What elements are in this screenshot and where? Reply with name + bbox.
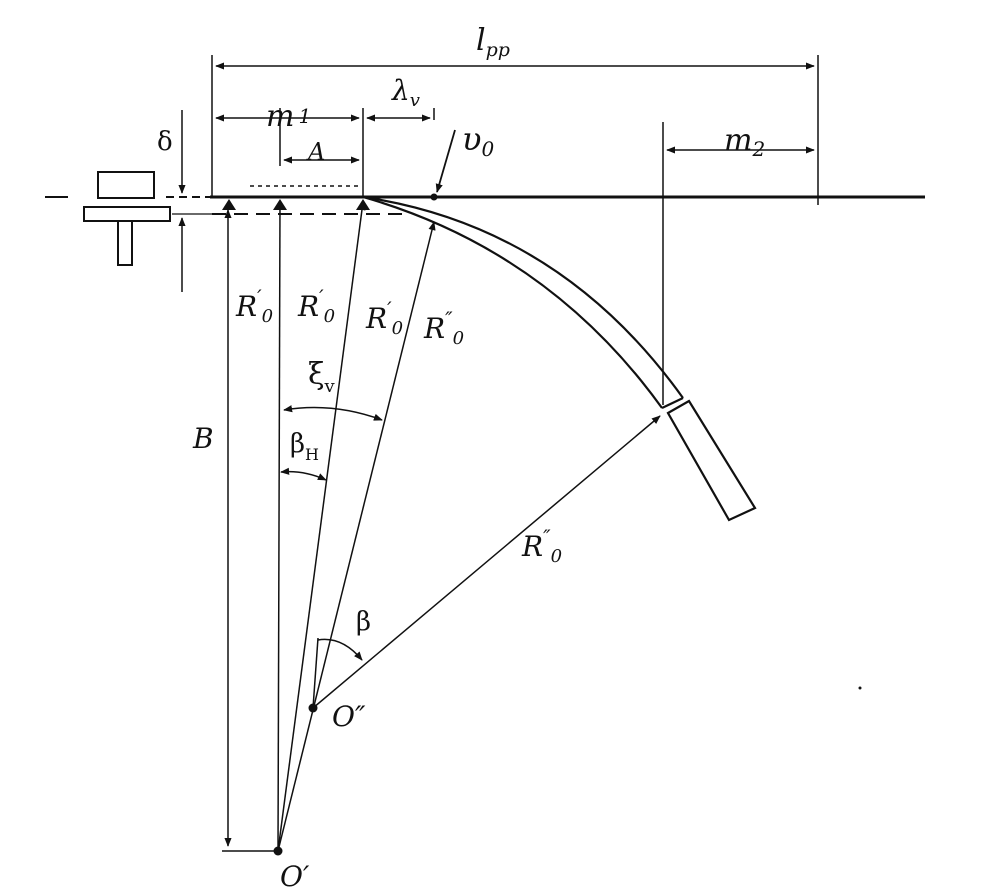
- point-o-double-prime: [308, 703, 318, 713]
- point-o-prime: [273, 846, 283, 856]
- label-xi-v: ξv: [308, 357, 336, 397]
- points: [273, 193, 862, 856]
- point-v0: [430, 193, 438, 201]
- label-beta-h: βH: [290, 429, 319, 464]
- label-l-pp: lpp: [476, 23, 510, 61]
- label-o-prime: O′: [280, 860, 310, 893]
- switch-stand-symbol: [83, 171, 210, 266]
- support-markers: [222, 199, 370, 210]
- label-v0: υ0: [462, 120, 494, 161]
- v0-arrow: [435, 129, 456, 193]
- label-r0-double-prime-2: R″0: [521, 525, 562, 567]
- label-lambda-v: λv: [391, 74, 420, 111]
- speck-dot: [858, 686, 862, 690]
- label-r0-prime-3: R′0: [365, 297, 403, 339]
- label-a: A: [306, 138, 325, 166]
- label-r0-prime-1: R′0: [235, 285, 273, 327]
- label-m2: m2: [724, 123, 765, 161]
- curved-rail: [362, 195, 757, 522]
- label-b: B: [192, 422, 214, 455]
- radius-lines: [222, 201, 661, 852]
- label-o-double-prime: O″: [332, 700, 366, 733]
- label-beta: β: [356, 607, 371, 637]
- label-delta: δ: [157, 127, 173, 157]
- track-line: [45, 185, 925, 215]
- label-r0-prime-2: R′0: [297, 285, 335, 327]
- delta-dimension: [172, 110, 212, 292]
- label-r0-double-prime-1: R″0: [423, 307, 464, 349]
- dimension-lines: [215, 62, 815, 164]
- angle-arcs: [280, 405, 383, 661]
- extension-lines: [211, 55, 819, 405]
